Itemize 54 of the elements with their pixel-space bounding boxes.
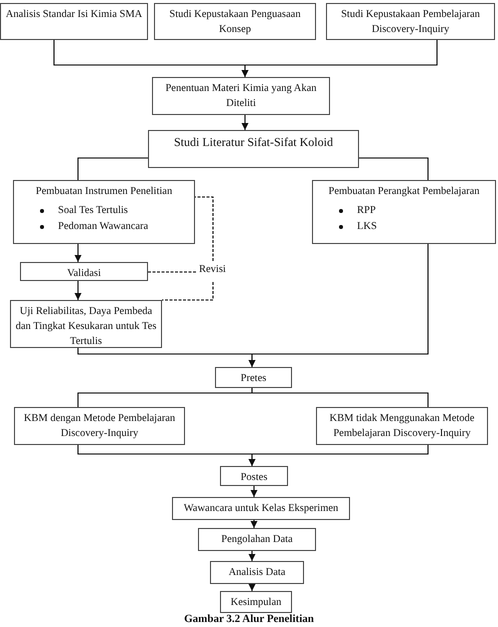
box-text: Uji Reliabilitas, Daya Pembeda dan Tingkat Kesukaran untuk Tes Tertulis [15, 305, 157, 350]
connector [248, 584, 256, 591]
process-box [13, 180, 195, 244]
box-text: Postes [240, 471, 268, 485]
connector [248, 244, 429, 367]
process-box [148, 130, 359, 168]
process-box [14, 407, 185, 445]
process-box [154, 3, 316, 40]
dashed-connector [195, 196, 214, 261]
figure-caption: Gambar 3.2 Alur Penelitian [183, 613, 315, 625]
box-text: Pembuatan Perangkat Pembelajaran [327, 185, 481, 199]
bullet-item: RPP [357, 204, 376, 218]
process-box [152, 77, 330, 115]
box-text: Analisis Standar Isi Kimia SMA [5, 8, 143, 22]
dashed-connector [148, 271, 196, 273]
box-text: Kesimpulan [230, 596, 282, 610]
box-text: Validasi [66, 267, 102, 281]
bullet-item: LKS [357, 220, 377, 234]
connector [248, 551, 256, 561]
process-box [220, 466, 288, 486]
process-box [316, 407, 488, 445]
connector [248, 445, 429, 466]
box-text: KBM tidak Menggunakan Metode Pembelajaran Discovery-Inquiry [328, 412, 476, 442]
dashed-connector [162, 282, 214, 301]
box-text: Studi Kepustakaan Pembelajaran Discovery-Inquiry [340, 8, 481, 38]
bullet-item: Soal Tes Tertulis [58, 204, 128, 218]
box-text: Penentuan Materi Kimia yang Akan Diteliti [164, 82, 318, 112]
process-box [215, 367, 292, 388]
box-text: Wawancara untuk Kelas Eksperimen [182, 502, 340, 516]
box-text: Studi Kepustakaan Penguasaan Konsep [168, 8, 302, 38]
connector [74, 281, 82, 300]
connector [242, 40, 438, 77]
box-text: KBM dengan Metode Pembelajaran Discovery-Inquiry [22, 412, 176, 442]
connector [250, 520, 258, 528]
process-box [198, 528, 316, 551]
connector [359, 157, 429, 180]
process-box [220, 591, 292, 613]
process-box [172, 497, 350, 520]
bullet-item: Pedoman Wawancara [58, 220, 148, 234]
process-box [20, 262, 148, 281]
process-box [0, 3, 148, 40]
connector [251, 388, 429, 407]
process-box [312, 180, 496, 244]
connector [74, 244, 82, 262]
box-text: Analisis Data [228, 566, 286, 580]
box-text: Pretes [240, 372, 268, 386]
box-text: Pengolahan Data [220, 533, 294, 547]
box-text: Pembuatan Instrumen Penelitian [34, 185, 174, 199]
box-text: Studi Literatur Sifat-Sifat Koloid [173, 134, 334, 151]
process-box [326, 3, 495, 40]
connector [250, 486, 258, 497]
process-box [210, 561, 304, 584]
connector [77, 157, 148, 180]
connector [242, 115, 248, 130]
